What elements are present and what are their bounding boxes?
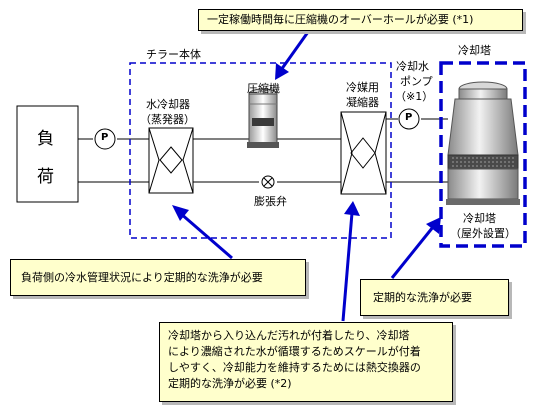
cooling-tower-title: 冷却塔 bbox=[458, 44, 491, 57]
tower-clean-note: 定期的な洗浄が必要 bbox=[360, 279, 509, 316]
condenser-symbol bbox=[340, 111, 387, 195]
evaporator-label: 水冷却器 bbox=[146, 98, 190, 111]
condenser-note-line-3: しやすく、冷却能力を維持するためには熱交換器の bbox=[168, 361, 421, 374]
load-pump-letter: P bbox=[101, 132, 109, 143]
evaporator-sublabel: （蒸発器） bbox=[140, 113, 195, 126]
cooling-water-pump-symbol bbox=[398, 108, 420, 130]
cooling-pump-letter: P bbox=[405, 112, 413, 123]
cooling-tower-icon bbox=[446, 81, 520, 205]
load-side-note-text: 負荷側の冷水管理状況により定期的な洗浄が必要 bbox=[21, 271, 263, 284]
load-pump-symbol bbox=[94, 128, 116, 150]
compressor-icon bbox=[247, 88, 279, 148]
condenser-note-line-4: 定期的な洗浄が必要 (*2) bbox=[168, 377, 292, 390]
load-label-bottom: 荷 bbox=[37, 167, 54, 187]
load-side-note: 負荷側の冷水管理状況により定期的な洗浄が必要 bbox=[10, 259, 306, 296]
chiller-body-label: チラー本体 bbox=[146, 48, 201, 61]
condenser-sublabel: 凝縮器 bbox=[346, 96, 379, 109]
pump-note-ref: （※1） bbox=[395, 90, 434, 103]
condenser-clean-note: 冷却塔から入り込んだ汚れが付着したり、冷却塔 により濃縮された水が循環するためス… bbox=[159, 322, 453, 402]
load-label-top: 負 bbox=[37, 129, 54, 149]
cooling-tower-sublabel: （屋外設置） bbox=[450, 227, 516, 240]
tower-clean-note-text: 定期的な洗浄が必要 bbox=[373, 291, 472, 304]
cooling-tower-label: 冷却塔 bbox=[463, 212, 496, 225]
load-box bbox=[16, 105, 79, 203]
compressor-label: 圧縮機 bbox=[247, 82, 280, 95]
expansion-valve-label: 膨張弁 bbox=[254, 195, 287, 208]
condenser-note-line-2: により濃縮された水が循環するためスケールが付着 bbox=[168, 345, 421, 358]
pump-label: 冷却水 bbox=[396, 60, 429, 73]
overhaul-note: 一定稼働時間毎に圧縮機のオーバーホールが必要 (*1) bbox=[198, 9, 523, 31]
condenser-note-line-1: 冷却塔から入り込んだ汚れが付着したり、冷却塔 bbox=[168, 329, 410, 342]
cooling-tower-boundary bbox=[439, 61, 527, 248]
pump-sublabel: ポンプ bbox=[400, 75, 433, 88]
expansion-valve-symbol bbox=[261, 175, 275, 189]
callout-arrows bbox=[172, 31, 441, 322]
overhaul-note-text: 一定稼働時間毎に圧縮機のオーバーホールが必要 (*1) bbox=[207, 13, 474, 26]
chiller-body-boundary bbox=[129, 62, 392, 239]
evaporator-symbol bbox=[148, 127, 194, 194]
condenser-label: 冷媒用 bbox=[346, 81, 379, 94]
